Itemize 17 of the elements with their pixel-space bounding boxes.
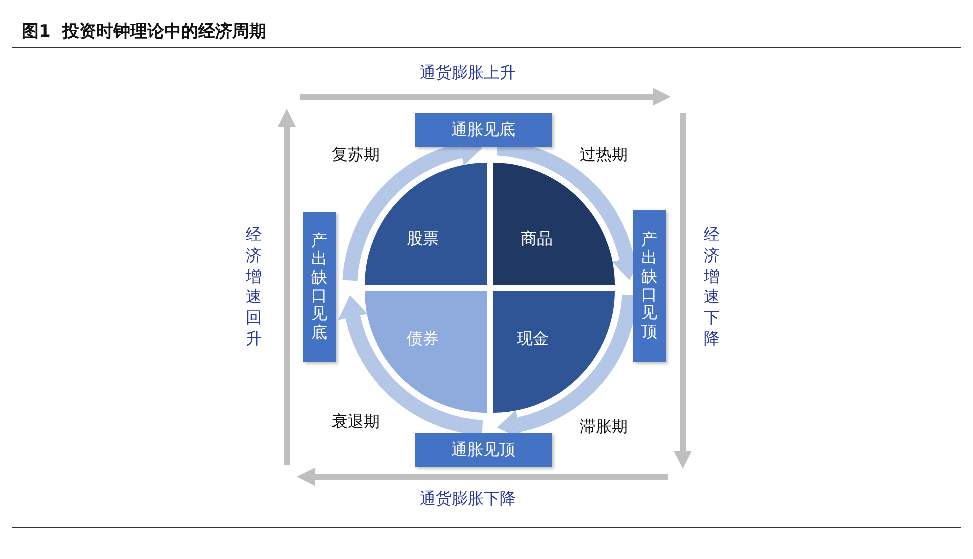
label-box: 通胀见顶 bbox=[415, 433, 552, 467]
label-box: 通胀见底 bbox=[415, 113, 552, 147]
phase-label: 滞胀期 bbox=[580, 417, 628, 438]
asset-label: 商品 bbox=[521, 229, 553, 250]
axis-label: 通货膨胀下降 bbox=[420, 489, 516, 510]
asset-label: 股票 bbox=[407, 229, 439, 250]
phase-label: 过热期 bbox=[580, 145, 628, 166]
label-box: 产出缺口见顶 bbox=[633, 210, 666, 362]
phase-label: 衰退期 bbox=[332, 412, 380, 433]
label-box: 产出缺口见底 bbox=[303, 212, 336, 362]
asset-label: 债券 bbox=[407, 329, 439, 350]
asset-label: 现金 bbox=[517, 329, 549, 350]
axis-label: 经济增速下降 bbox=[704, 225, 720, 350]
figure-title: 图1 投资时钟理论中的经济周期 bbox=[22, 21, 267, 43]
axis-label: 通货膨胀上升 bbox=[420, 63, 516, 84]
phase-label: 复苏期 bbox=[332, 145, 380, 166]
axis-label: 经济增速回升 bbox=[246, 225, 262, 350]
